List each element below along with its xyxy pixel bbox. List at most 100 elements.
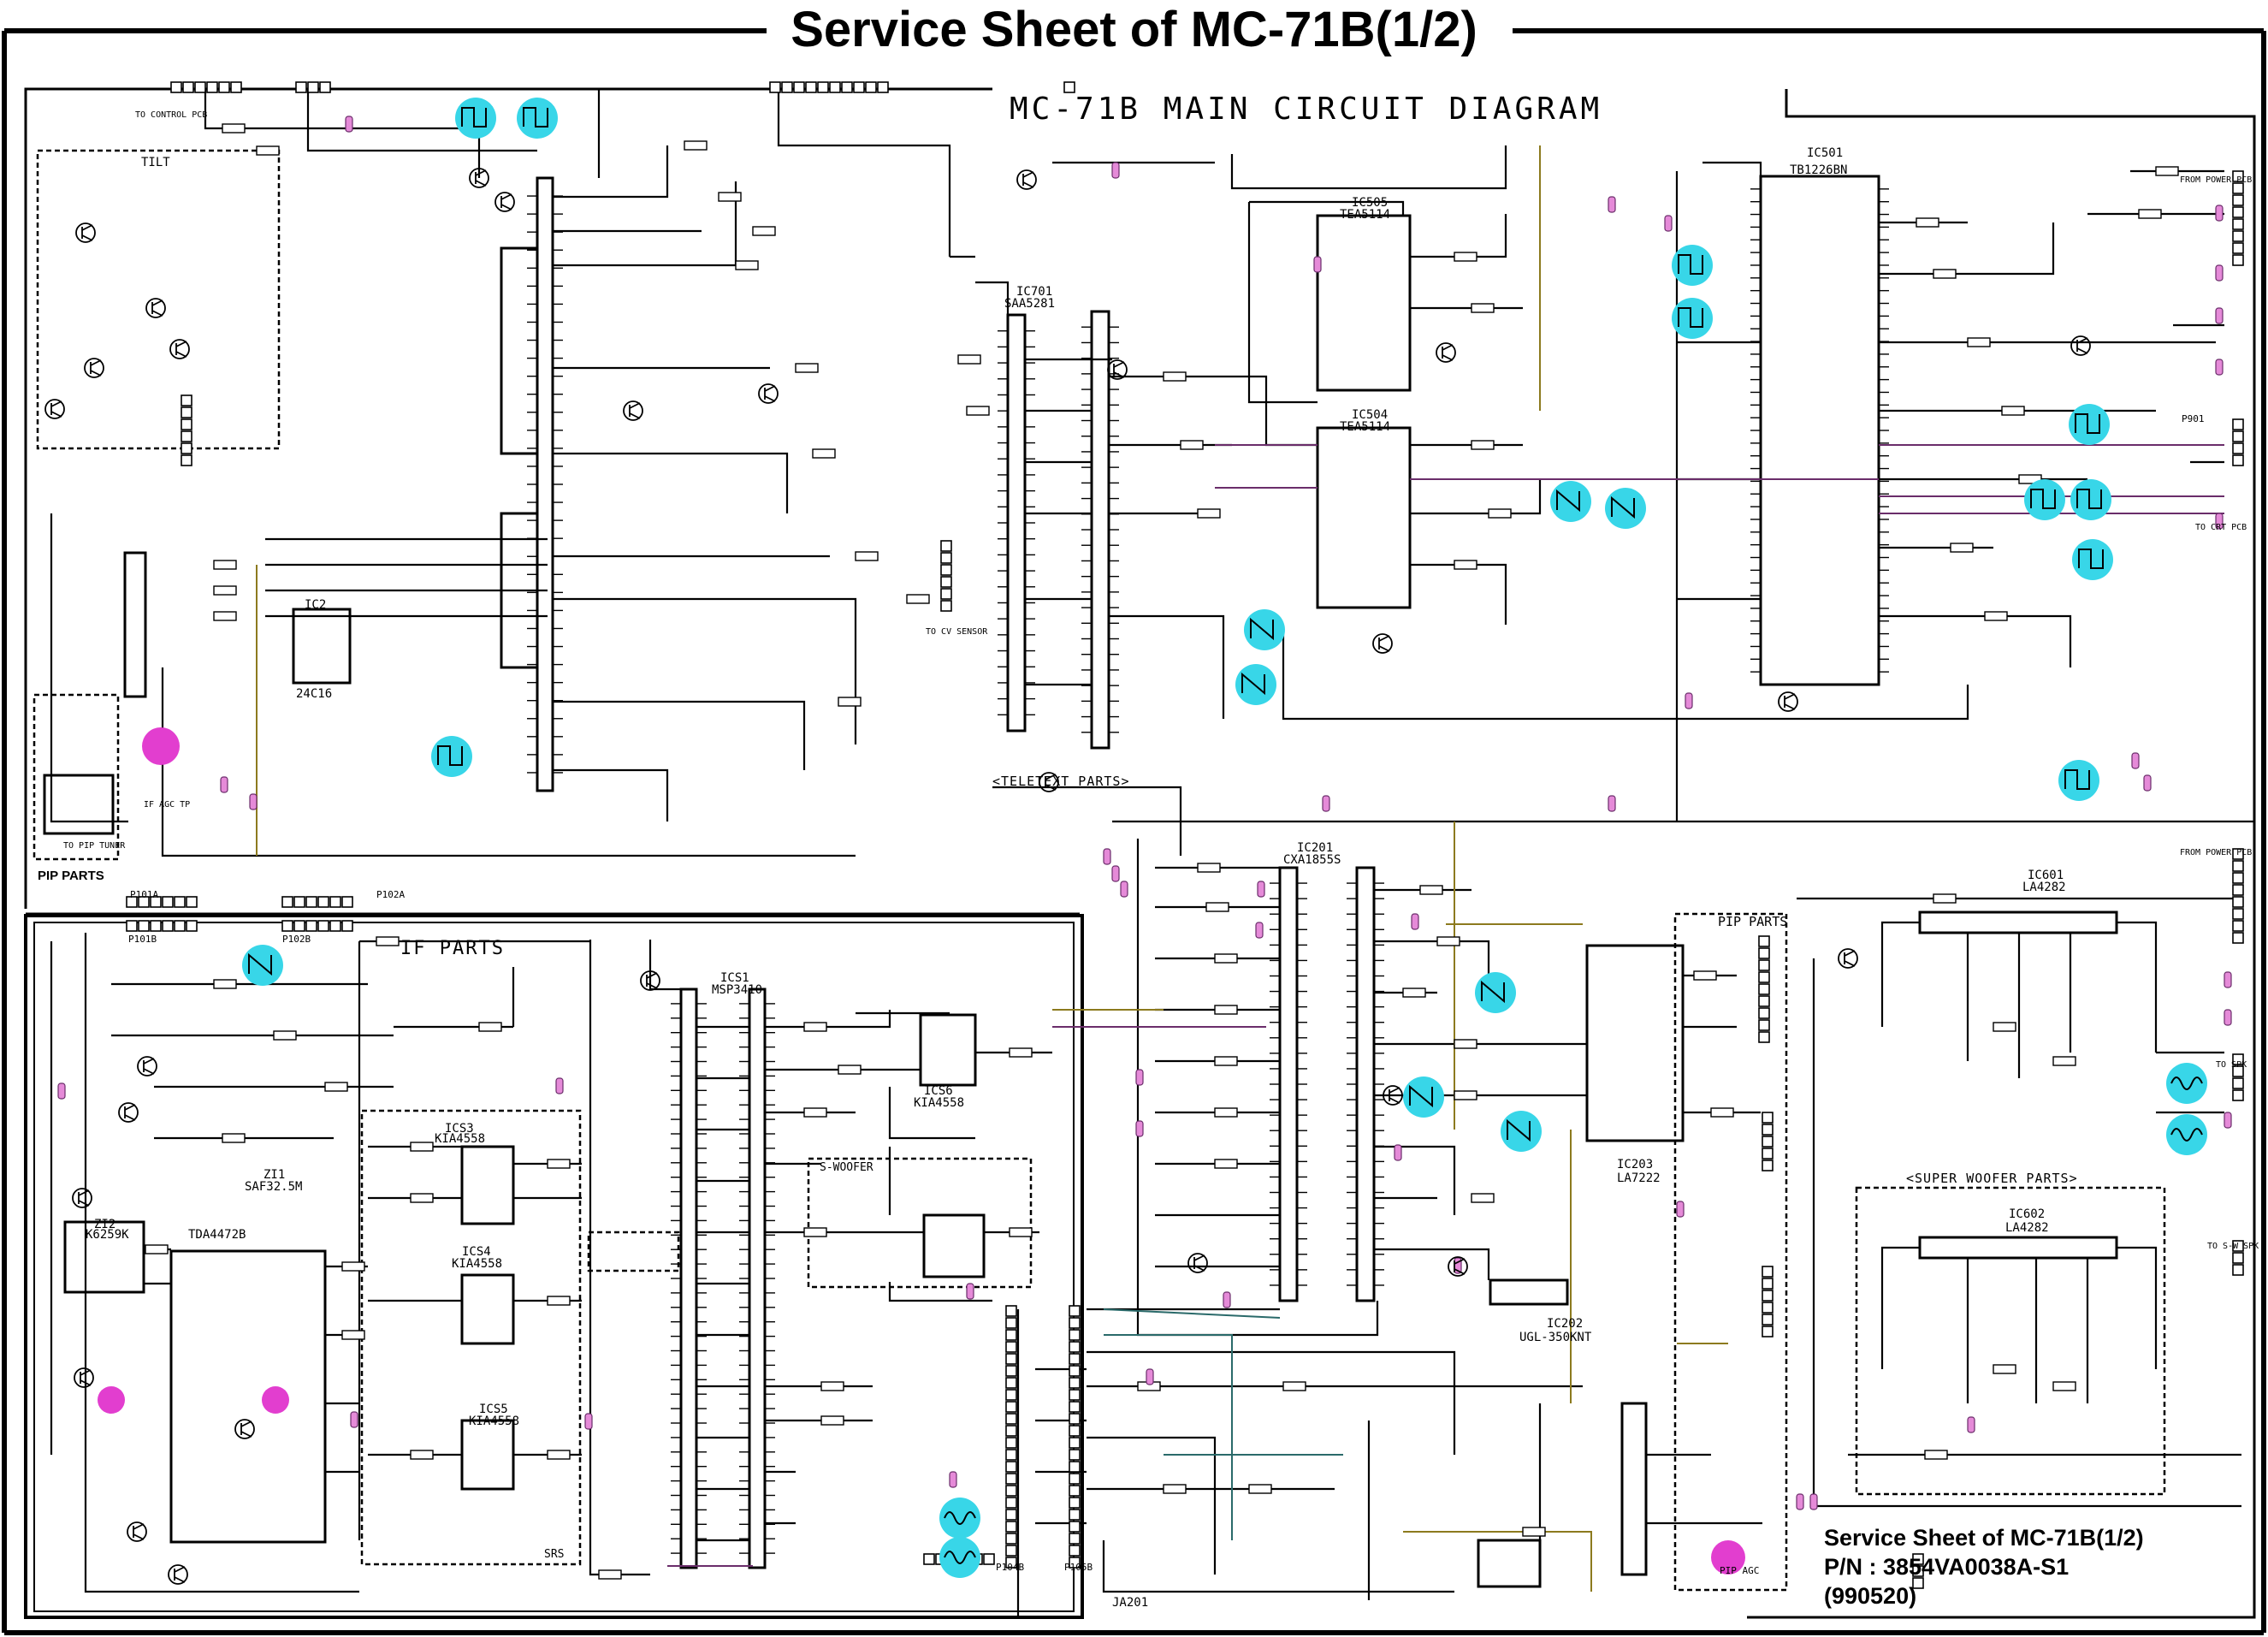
connector-pin (150, 896, 162, 908)
from-power-top-label: FROM POWER PCB (2180, 175, 2253, 185)
p901-label: P901 (2182, 413, 2205, 424)
pink-connector-tab (1322, 795, 1330, 812)
resistor (838, 697, 862, 707)
waveform-badge-circle (1244, 609, 1285, 650)
to-control-label: TO CONTROL PCB (135, 110, 208, 120)
transistor-emitter (646, 982, 658, 989)
waveform-trace (1250, 617, 1274, 641)
resistor (1214, 1159, 1238, 1169)
transistor-collector (1113, 361, 1125, 368)
resistor (1163, 1484, 1187, 1494)
connector-pin (1063, 81, 1075, 93)
transistor (137, 1056, 157, 1077)
pip-parts-right-label: PIP PARTS (1718, 914, 1788, 929)
connector-pin (2232, 1264, 2244, 1276)
pink-connector-tab (345, 116, 353, 133)
transistor (118, 1102, 139, 1123)
transistor-collector (124, 1104, 136, 1111)
resistor (803, 1022, 827, 1032)
resistor (547, 1159, 571, 1169)
ic601-part-label: LA4282 (2022, 881, 2066, 894)
s-woofer-label: S-WOOFER (820, 1161, 873, 1174)
connector-pin (805, 81, 817, 93)
p101a-label: P101A (130, 889, 159, 900)
waveform-trace (2030, 489, 2056, 509)
connector-pin (1762, 1266, 1774, 1278)
waveform-trace (2078, 549, 2104, 569)
resistor (1214, 1107, 1238, 1118)
connector-pin (2232, 242, 2244, 254)
transistor-emitter (124, 1114, 136, 1121)
transistor-collector (2076, 337, 2088, 344)
resistor (1454, 1090, 1477, 1100)
ic202-label: IC202 (1547, 1317, 1584, 1331)
resistor (1205, 902, 1229, 912)
resistor (2155, 166, 2179, 176)
pink-connector-tab (220, 776, 228, 793)
resistor (1471, 1193, 1495, 1203)
resistor (1402, 988, 1426, 998)
waveform-badge (1403, 1077, 1444, 1118)
connector-pin (1069, 1497, 1081, 1509)
resistor (2001, 406, 2025, 416)
resistor (324, 1082, 348, 1092)
srs-label: SRS (544, 1548, 565, 1561)
if-agc-tp-label: IF AGC TP (144, 800, 191, 810)
transistor-emitter (80, 1379, 92, 1386)
ic203-part-label: LA7222 (1617, 1171, 1661, 1185)
ic504-part-label: TEA5114 (1340, 420, 1391, 434)
connector-pin (1758, 983, 1770, 995)
connector-pin (2232, 418, 2244, 430)
transistor-collector (143, 1058, 155, 1065)
pink-connector-tab (1394, 1144, 1402, 1161)
pink-connector-tab (2215, 264, 2224, 282)
connector-pin (1005, 1305, 1017, 1317)
resistor (957, 354, 981, 365)
zi2-label: ZI2 (94, 1218, 116, 1231)
pink-connector-tab (57, 1082, 66, 1100)
waveform-badge (431, 736, 472, 777)
transistor-collector (1844, 950, 1856, 957)
ics4-part-label: KIA4558 (452, 1257, 503, 1271)
transistor-emitter (1454, 1268, 1466, 1275)
resistor (256, 145, 280, 156)
connector-pin (1762, 1124, 1774, 1136)
connector-pin (194, 81, 206, 93)
transistor-emitter (500, 204, 512, 211)
resistor (684, 140, 708, 151)
pink-connector-tab (1313, 256, 1322, 273)
ics6-label: ICS6 (924, 1084, 953, 1098)
connector-pin (1069, 1485, 1081, 1497)
transistor (2070, 335, 2091, 356)
connector-pin (2232, 1240, 2244, 1252)
transistor-body (469, 168, 489, 188)
ic203-label: IC203 (1617, 1158, 1654, 1171)
transistor-body (1838, 948, 1858, 969)
waveform-badge-circle (1475, 972, 1516, 1013)
connector-pin (1762, 1290, 1774, 1302)
pink-connector-tab (949, 1471, 957, 1488)
resistor (1282, 1381, 1306, 1391)
transistor-collector (133, 1523, 145, 1530)
waveform-badge-circle (1605, 488, 1646, 529)
waveform-badge (517, 98, 558, 139)
transistor-emitter (1389, 1097, 1400, 1104)
transistor-emitter (240, 1431, 252, 1438)
waveform-badge-circle (1550, 481, 1591, 522)
connector-pin (2232, 1077, 2244, 1089)
transistor (1778, 691, 1798, 712)
transistor-body (84, 358, 104, 378)
transistor-collector (81, 224, 93, 231)
pink-connector-tab (350, 1411, 358, 1428)
resistor (795, 363, 819, 373)
waveform-badge (939, 1537, 980, 1578)
waveform-badge (1235, 664, 1276, 705)
resistor (1214, 1056, 1238, 1066)
resistor (906, 594, 930, 604)
connector-pin (1762, 1160, 1774, 1171)
connector-pin (1005, 1545, 1017, 1557)
ic201-part-label: CXA1855S (1283, 853, 1341, 867)
waveform-trace (1481, 980, 1505, 1004)
resistor (1522, 1527, 1546, 1537)
pink-connector-tab (1120, 881, 1128, 898)
